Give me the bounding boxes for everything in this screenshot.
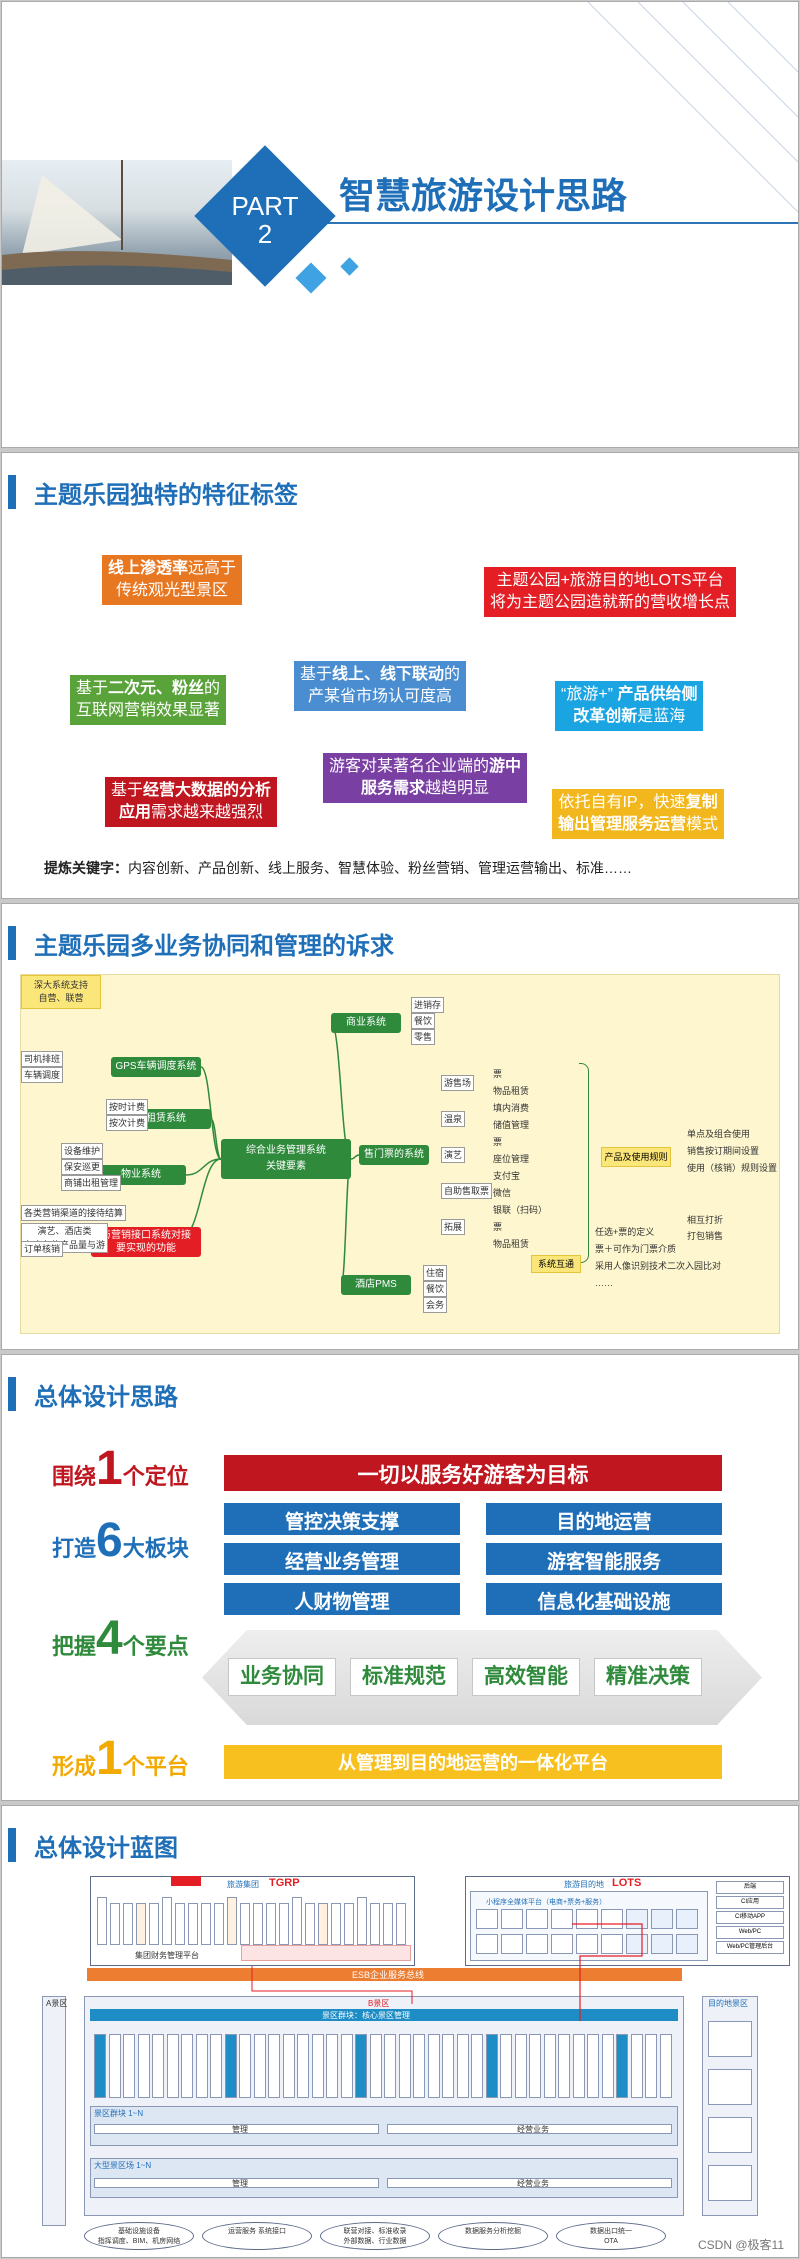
product-box: 产品及使用规则 bbox=[601, 1147, 671, 1167]
mindmap-commerce-item: 零售 bbox=[411, 1029, 435, 1045]
block-text: 人财物管理 bbox=[224, 1587, 460, 1614]
mindmap-ticket-sub: 微信 bbox=[491, 1186, 513, 1200]
product-rule: 销售按订期间设置 bbox=[685, 1144, 761, 1158]
block-text: 目的地运营 bbox=[486, 1507, 722, 1534]
block-text: 信息化基础设施 bbox=[486, 1587, 722, 1614]
bottom-cylinder: 运营服务 系统接口 bbox=[202, 2222, 312, 2250]
feature-tag: “旅游+” 产品供给侧改革创新是蓝海 bbox=[555, 681, 703, 731]
mindmap-hotel-item: 会务 bbox=[423, 1297, 447, 1313]
feature-tag: 基于线上、线下联动的产某省市场认可度高 bbox=[294, 661, 466, 711]
mindmap-ticket-sub: 支付宝 bbox=[491, 1169, 522, 1183]
system-link: 系统互通 bbox=[531, 1255, 581, 1273]
feature-tag: 线上渗透率远高于传统观光型景区 bbox=[102, 555, 242, 605]
point-box: 高效智能 bbox=[472, 1658, 580, 1696]
feature-tag: 依托自有IP，快速复制输出管理服务运营模式 bbox=[552, 789, 724, 839]
slide-part2-cover: PART 2 智慧旅游设计思路 bbox=[1, 1, 799, 448]
mindmap-ticket-sub: 物品租赁 bbox=[491, 1084, 531, 1098]
connector-lines bbox=[2, 1806, 799, 2258]
positioning-text: 一切以服务好游客为目标 bbox=[224, 1459, 722, 1489]
mindmap-hotel-item: 住宿 bbox=[423, 1265, 447, 1281]
mindmap-left-item: 按次计费 bbox=[106, 1115, 148, 1131]
mindmap-ticket-sub: 座位管理 bbox=[491, 1152, 531, 1166]
slide-blueprint: 总体设计蓝图 旅游集团 TGRP 集团财务管理平台 旅游目的地 LOTS 小程序… bbox=[1, 1805, 799, 2258]
slide-title: 主题乐园独特的特征标签 bbox=[2, 475, 298, 509]
mindmap-ticket-sub: 填内消费 bbox=[491, 1101, 531, 1115]
keywords-line: 提炼关键字：内容创新、产品创新、线上服务、智慧体验、粉丝营销、管理运营输出、标准… bbox=[44, 858, 632, 878]
mindmap-ticket-sub: 物品租赁 bbox=[491, 1237, 531, 1251]
slide-theme-park-tags: 主题乐园独特的特征标签 线上渗透率远高于传统观光型景区 主题公园+旅游目的地LOT… bbox=[1, 452, 799, 899]
mindmap-right-system: 商业系统 bbox=[331, 1013, 401, 1033]
part-label: PART 2 bbox=[215, 192, 315, 248]
bottom-cylinder: 基础设施设备指挥调度、BIM、机房网络 bbox=[84, 2222, 194, 2250]
mindmap-left-item: 车辆调度 bbox=[21, 1067, 63, 1083]
bottom-cylinder: 数据服务分析挖掘 bbox=[438, 2222, 548, 2250]
mindmap-commerce-item: 餐饮 bbox=[411, 1013, 435, 1029]
mindmap-left-item: 商铺出租管理 bbox=[61, 1175, 121, 1191]
mindmap-ticket-sub: 票 bbox=[491, 1220, 504, 1234]
product-rule: 使用（核销）规则设置 bbox=[685, 1161, 779, 1175]
mindmap-ticket-sub: 银联（扫码） bbox=[491, 1203, 549, 1217]
mindmap-left-item: 各类营销渠道的接待结算 bbox=[21, 1205, 126, 1221]
platform-text: 从管理到目的地运营的一体化平台 bbox=[224, 1749, 722, 1775]
slide-title: 主题乐园多业务协同和管理的诉求 bbox=[2, 926, 394, 960]
mindmap-ticket-sub: 储值管理 bbox=[491, 1118, 531, 1132]
mindmap-left-system: GPS车辆调度系统 bbox=[111, 1057, 201, 1077]
row-label: 形成1个平台 bbox=[52, 1733, 189, 1785]
point-box: 精准决策 bbox=[594, 1658, 702, 1696]
mindmap-center: 综合业务管理系统关键要素 bbox=[221, 1139, 351, 1179]
mindmap-left-item: 设备维护 bbox=[61, 1143, 103, 1159]
mindmap-left-item: 订单核销 bbox=[21, 1241, 63, 1257]
decorative-lines bbox=[468, 2, 798, 448]
product-rule: 单点及组合使用 bbox=[685, 1127, 752, 1141]
block-text: 管控决策支撑 bbox=[224, 1507, 460, 1534]
mindmap-ticket-item: 拓展 bbox=[441, 1219, 465, 1235]
mindmap-ticket-sub: 票 bbox=[491, 1135, 504, 1149]
bracket bbox=[579, 1063, 589, 1263]
watermark: CSDN @极客11 bbox=[698, 2236, 784, 2253]
feature-tag: 游客对某著名企业端的游中服务需求越趋明显 bbox=[323, 753, 527, 803]
mindmap-left-item: 司机排班 bbox=[21, 1051, 63, 1067]
slide-title: 总体设计思路 bbox=[2, 1377, 178, 1411]
extra-item: 打包销售 bbox=[685, 1229, 725, 1243]
mindmap-left-item: 保安巡更 bbox=[61, 1159, 103, 1175]
mindmap-commerce-item: 进销存 bbox=[411, 997, 444, 1013]
small-diamond-2 bbox=[340, 257, 358, 275]
mindmap-right-system: 售门票的系统 bbox=[359, 1145, 429, 1165]
feature-tag: 主题公园+旅游目的地LOTS平台将为主题公园造就新的营收增长点 bbox=[484, 567, 736, 617]
mindmap-ticket-item: 自助售取票 bbox=[441, 1183, 492, 1199]
mindmap-right-system: 酒店PMS bbox=[341, 1275, 411, 1295]
page-title: 智慧旅游设计思路 bbox=[339, 167, 627, 219]
row-label: 打造6大板块 bbox=[52, 1515, 189, 1567]
extra-item: 相互打折 bbox=[685, 1213, 725, 1227]
feature-tag: 基于二次元、粉丝的互联网营销效果显著 bbox=[70, 675, 226, 725]
small-diamond-1 bbox=[295, 262, 326, 293]
block-text: 游客智能服务 bbox=[486, 1547, 722, 1574]
mindmap-hotel-item: 餐饮 bbox=[423, 1281, 447, 1297]
link-item: …… bbox=[593, 1276, 615, 1290]
row-label: 围绕1个定位 bbox=[52, 1443, 189, 1495]
slide-overall-design: 总体设计思路 围绕1个定位打造6大板块把握4个要点形成1个平台 一切以服务好游客… bbox=[1, 1354, 799, 1801]
bottom-cylinder: 联营对接、标准收录外部数据、行业数据 bbox=[320, 2222, 430, 2250]
mindmap-ticket-item: 游售场 bbox=[441, 1075, 474, 1091]
sailboat-photo bbox=[2, 160, 232, 285]
point-box: 标准规范 bbox=[350, 1658, 458, 1696]
mindmap-ticket-sub: 票 bbox=[491, 1067, 504, 1081]
mindmap-ticket-item: 温泉 bbox=[441, 1111, 465, 1127]
link-item: 任选+票的定义 bbox=[593, 1225, 656, 1239]
block-text: 经营业务管理 bbox=[224, 1547, 460, 1574]
link-item: 采用人像识别技术二次入园比对 bbox=[593, 1259, 723, 1273]
point-box: 业务协同 bbox=[228, 1658, 336, 1696]
feature-tag: 基于经营大数据的分析应用需求越来越强烈 bbox=[105, 777, 277, 827]
link-item: 票＋可作为门票介质 bbox=[593, 1242, 678, 1256]
mindmap-left-item: 按时计费 bbox=[106, 1099, 148, 1115]
mindmap-ticket-item: 演艺 bbox=[441, 1147, 465, 1163]
row-label: 把握4个要点 bbox=[52, 1613, 189, 1665]
